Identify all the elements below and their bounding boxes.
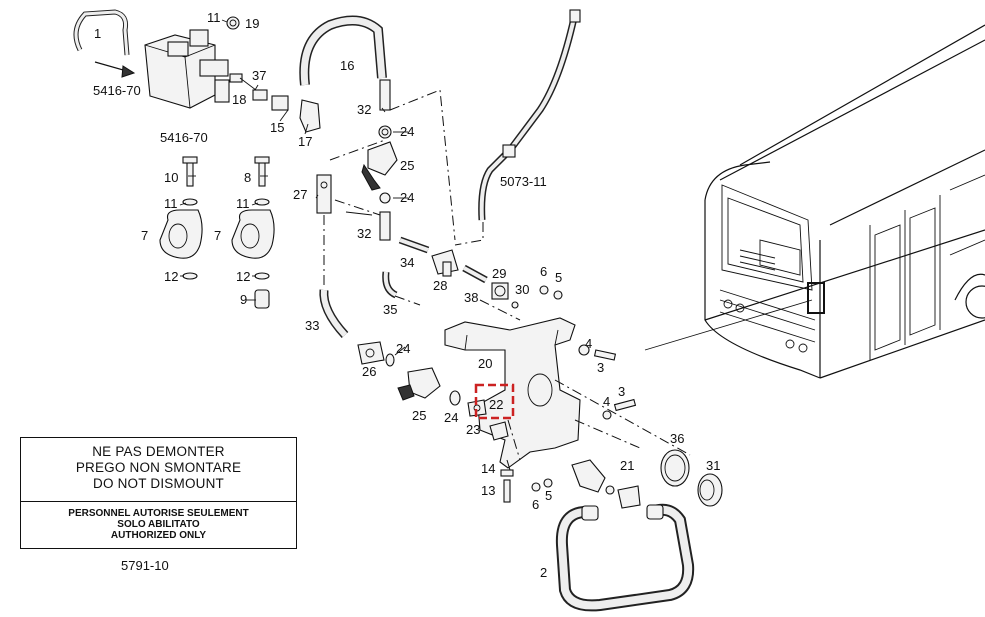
callout-1: 1 — [94, 26, 101, 41]
callout-11: 11 — [207, 10, 221, 25]
bus-outline — [644, 24, 985, 379]
hose-16 — [299, 15, 456, 285]
warning-line-fr: NE PAS DEMONTER — [92, 444, 225, 459]
callout-6b: 6 — [532, 497, 539, 512]
personnel-line-en: AUTHORIZED ONLY — [110, 530, 207, 541]
callout-3a: 3 — [597, 360, 604, 375]
callout-5a: 5 — [555, 270, 562, 285]
hoses-mid — [319, 236, 519, 339]
pipe-5073-11 — [454, 9, 581, 246]
callout-4a: 4 — [585, 336, 592, 351]
callout-11b: 11 — [164, 196, 178, 211]
callout-6a: 6 — [540, 264, 547, 279]
callout-24c: 24 — [396, 341, 410, 356]
clamps — [159, 156, 275, 309]
personnel-line-it: SOLO ABILITATO — [117, 519, 200, 530]
callout-37: 37 — [252, 68, 266, 83]
warning-line-it: PREGO NON SMONTARE — [75, 460, 242, 475]
callouts: 1 11 19 37 18 5416-70 5416-70 15 17 16 3… — [93, 10, 720, 580]
callout-9: 9 — [240, 292, 247, 307]
callout-3b: 3 — [618, 384, 625, 399]
valve-block — [73, 9, 321, 133]
callout-20: 20 — [478, 356, 492, 371]
callout-10: 10 — [164, 170, 178, 185]
callout-13: 13 — [481, 483, 495, 498]
bracket-20 — [444, 299, 691, 469]
callout-24a: 24 — [400, 124, 414, 139]
callout-32b: 32 — [357, 226, 371, 241]
callout-22: 22 — [489, 397, 503, 412]
callout-23: 23 — [466, 422, 480, 437]
callout-38: 38 — [464, 290, 478, 305]
callout-19: 19 — [245, 16, 259, 31]
label-reference: 5791-10 — [121, 558, 169, 573]
callout-32a: 32 — [357, 102, 371, 117]
callout-25b: 25 — [412, 408, 426, 423]
callout-25a: 25 — [400, 158, 414, 173]
callout-29: 29 — [492, 266, 506, 281]
warning-label-bottom: PERSONNEL AUTORISE SEULEMENT SOLO ABILIT… — [21, 504, 296, 541]
personnel-line-fr: PERSONNEL AUTORISE SEULEMENT — [68, 508, 249, 519]
callout-18: 18 — [232, 92, 246, 107]
callout-11c: 11 — [236, 196, 250, 211]
callout-2: 2 — [540, 565, 547, 580]
callout-7b: 7 — [214, 228, 221, 243]
callout-31: 31 — [706, 458, 720, 473]
warning-label-top: NE PAS DEMONTER PREGO NON SMONTARE DO NO… — [21, 438, 296, 502]
callout-36: 36 — [670, 431, 684, 446]
callout-15: 15 — [270, 120, 284, 135]
ref-5073-11: 5073-11 — [500, 174, 547, 189]
callout-27: 27 — [293, 187, 307, 202]
callout-8: 8 — [244, 170, 251, 185]
fittings-lower — [357, 341, 515, 441]
callout-24b: 24 — [400, 190, 414, 205]
callout-21: 21 — [620, 458, 634, 473]
warning-line-en: DO NOT DISMOUNT — [93, 476, 224, 491]
callout-24d: 24 — [444, 410, 458, 425]
leader-lines — [179, 19, 408, 356]
callout-33: 33 — [305, 318, 319, 333]
callout-7a: 7 — [141, 228, 148, 243]
callout-28: 28 — [433, 278, 447, 293]
callout-14: 14 — [481, 461, 495, 476]
highlight-box-22 — [474, 383, 515, 420]
warning-label: NE PAS DEMONTER PREGO NON SMONTARE DO NO… — [20, 437, 297, 549]
ref-5416-70-b: 5416-70 — [160, 130, 208, 145]
callout-12a: 12 — [164, 269, 178, 284]
ref-5416-70-a: 5416-70 — [93, 83, 141, 98]
callout-16: 16 — [340, 58, 354, 73]
callout-35: 35 — [383, 302, 397, 317]
fittings-bottom — [500, 285, 723, 612]
callout-34: 34 — [400, 255, 414, 270]
callout-30: 30 — [515, 282, 529, 297]
callout-4b: 4 — [603, 394, 610, 409]
callout-26: 26 — [362, 364, 376, 379]
callout-17: 17 — [298, 134, 312, 149]
callout-12b: 12 — [236, 269, 250, 284]
callout-5b: 5 — [545, 488, 552, 503]
